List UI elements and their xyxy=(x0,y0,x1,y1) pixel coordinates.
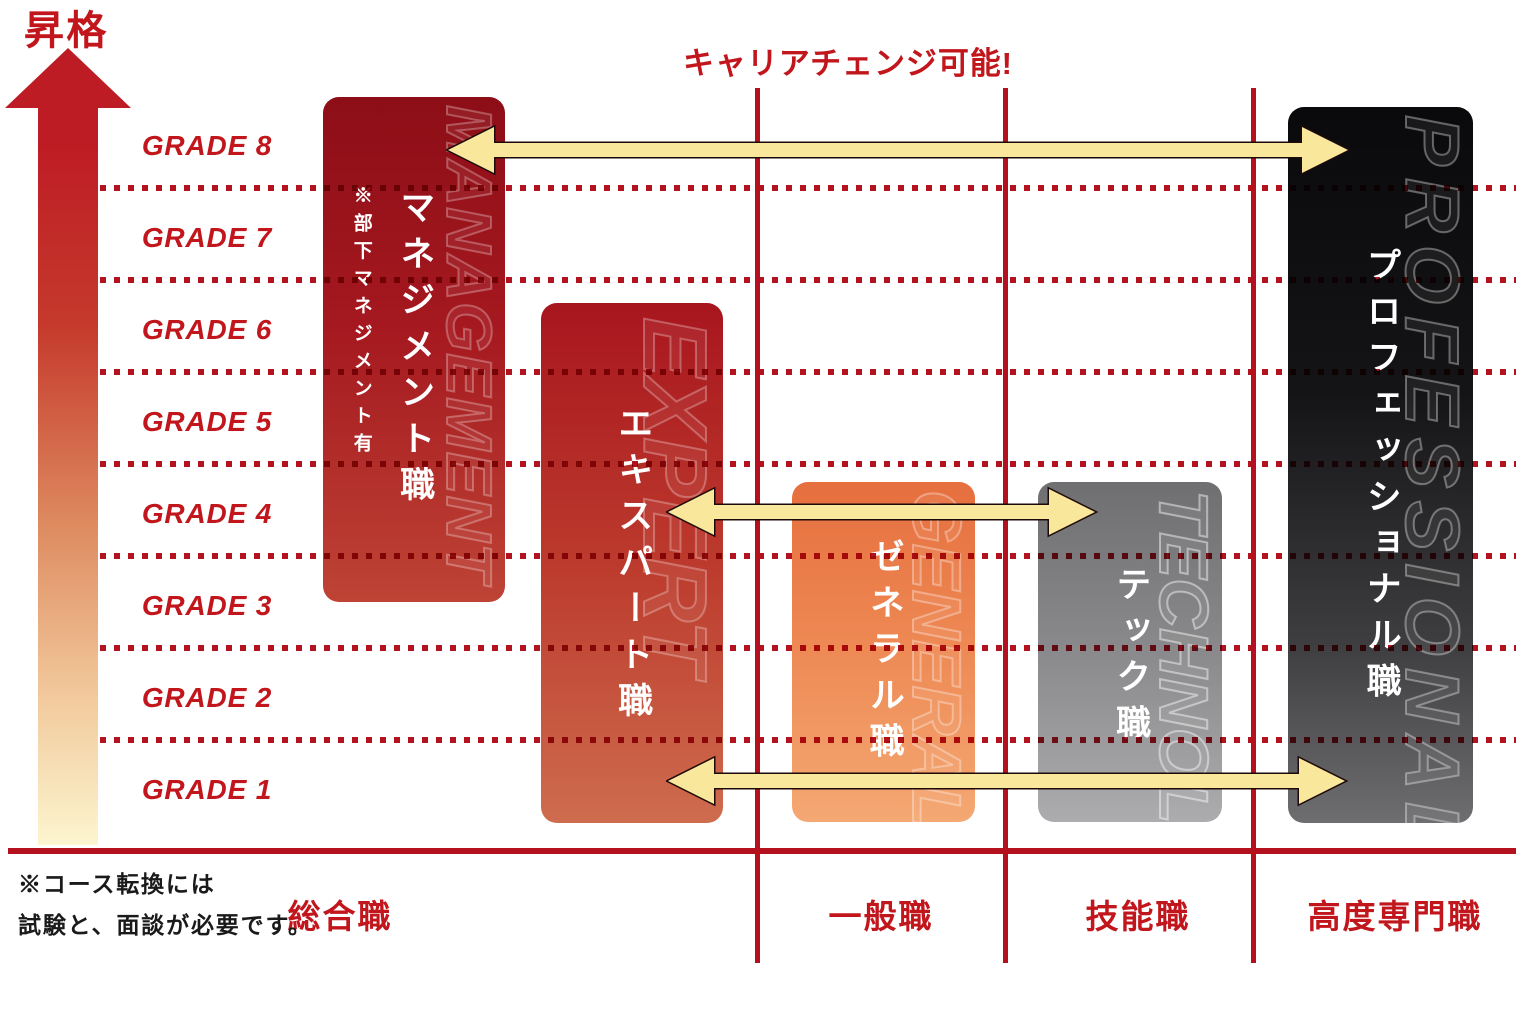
grade-label-8: GRADE 8 xyxy=(141,130,273,161)
technology-watermark: TECHNOLOGY xyxy=(1144,489,1222,822)
grade-separator xyxy=(100,369,1516,375)
grade-label-6: GRADE 6 xyxy=(141,314,273,345)
grade-separator xyxy=(100,277,1516,283)
footnote-line-1: ※コース転換には xyxy=(18,871,216,897)
technology-title: テック職 xyxy=(1111,566,1151,751)
column-divider xyxy=(755,88,760,963)
card-expert: EXPERT エキスパート職 xyxy=(541,303,723,823)
promotion-label: 昇格 xyxy=(24,9,109,53)
management-note: ※部下マネジメント有 xyxy=(350,185,372,461)
footnote-line-2: 試験と、面談が必要です。 xyxy=(18,911,313,938)
career-change-arrow-grade1 xyxy=(666,755,1349,807)
category-ginou: 技能職 xyxy=(1085,898,1191,935)
category-ippan: 一般職 xyxy=(828,898,934,935)
grade-label-7: GRADE 7 xyxy=(141,222,273,253)
grade-label-2: GRADE 2 xyxy=(141,682,273,713)
grade-separator xyxy=(100,185,1516,191)
promotion-arrow xyxy=(5,48,131,845)
general-watermark: GENERAL xyxy=(897,489,975,822)
professional-watermark: PROFESSIONAL xyxy=(1388,114,1473,823)
career-change-arrow-grade8 xyxy=(446,124,1350,176)
grade-separator xyxy=(100,553,1516,559)
column-divider xyxy=(1003,88,1008,963)
baseline-rule xyxy=(8,848,1516,854)
grade-label-4: GRADE 4 xyxy=(141,498,273,529)
grade-label-1: GRADE 1 xyxy=(141,774,273,805)
card-general: GENERAL ゼネラル職 xyxy=(792,482,975,822)
grade-label-3: GRADE 3 xyxy=(141,590,273,621)
management-title: マネジメント職 xyxy=(395,189,435,513)
career-change-arrow-grade4 xyxy=(666,486,1099,538)
professional-title: プロフェッショナル職 xyxy=(1361,247,1401,709)
career-change-headline: キャリアチェンジ可能! xyxy=(683,46,1013,81)
expert-title: エキスパート職 xyxy=(613,405,653,729)
grade-separator xyxy=(100,461,1516,467)
grade-label-5: GRADE 5 xyxy=(141,406,273,437)
category-sogo: 総合職 xyxy=(287,898,393,935)
category-koudo: 高度専門職 xyxy=(1307,898,1483,935)
column-divider xyxy=(1251,88,1256,963)
card-management: MANAGEMENT ※部下マネジメント有 マネジメント職 xyxy=(323,97,505,602)
grade-separator xyxy=(100,645,1516,651)
management-watermark: MANAGEMENT xyxy=(432,104,505,585)
general-title: ゼネラル職 xyxy=(864,538,904,769)
grade-separator xyxy=(100,737,1516,743)
footnote: ※コース転換には 試験と、面談が必要です。 xyxy=(18,864,313,946)
card-technology: TECHNOLOGY テック職 xyxy=(1038,482,1222,822)
